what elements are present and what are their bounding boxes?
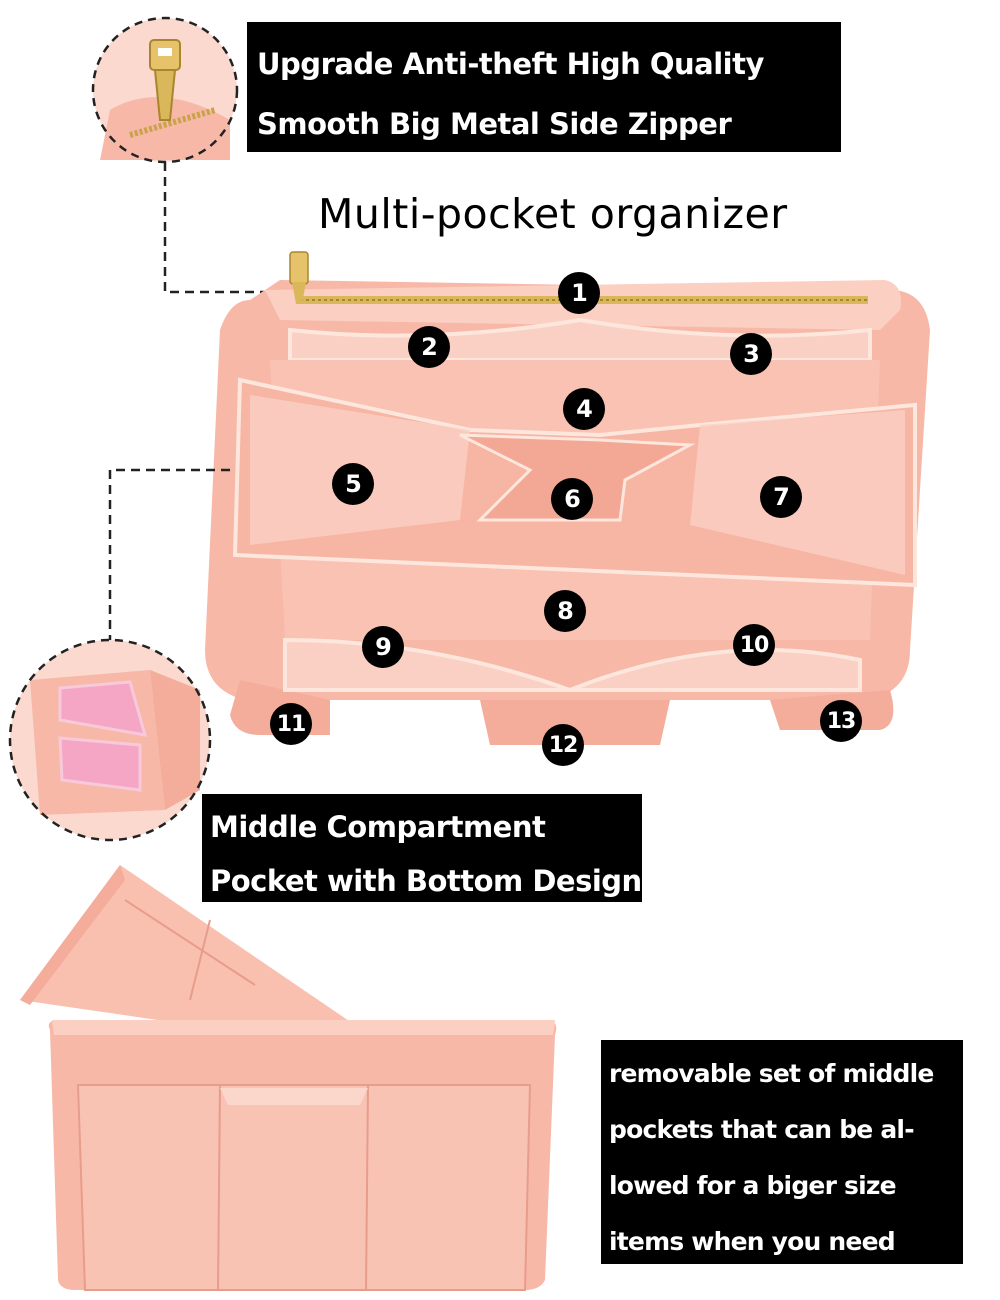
zipper-caption-line-2: Smooth Big Metal Side Zipper Pocket <box>257 107 732 201</box>
zipper-connector-line <box>163 162 290 294</box>
velcro-connector-line <box>108 468 230 640</box>
removable-insert-illustration <box>20 865 557 1291</box>
pocket-badge-1: 1 <box>558 272 600 314</box>
insert-caption-line-1: removable set of middle <box>609 1059 934 1088</box>
middle-compartment-caption: Middle Compartment Pocket with Bottom De… <box>202 794 642 902</box>
pocket-badge-8: 8 <box>544 590 586 632</box>
velcro-detail-callout <box>8 638 212 842</box>
zipper-pocket-caption: Upgrade Anti-theft High Quality Smooth B… <box>247 22 841 201</box>
pocket-badge-4: 4 <box>563 388 605 430</box>
pocket-badge-9: 9 <box>362 626 404 668</box>
pocket-badge-6: 6 <box>551 478 593 520</box>
pocket-badge-5: 5 <box>332 463 374 505</box>
zipper-caption-line-1: Upgrade Anti-theft High Quality <box>257 47 764 81</box>
middle-caption-line-2: Pocket with Bottom Design <box>210 864 642 898</box>
pocket-badge-10: 10 <box>733 624 775 666</box>
pocket-badge-2: 2 <box>408 326 450 368</box>
pocket-badge-13: 13 <box>820 700 862 742</box>
pocket-badge-7: 7 <box>760 476 802 518</box>
insert-caption-line-2: pockets that can be al- <box>609 1115 915 1144</box>
removable-insert-caption: removable set of middle pockets that can… <box>601 1040 963 1264</box>
page-heading: Multi-pocket organizer <box>318 190 788 238</box>
pocket-badge-3: 3 <box>730 333 772 375</box>
pocket-badge-11: 11 <box>270 703 312 745</box>
middle-caption-line-1: Middle Compartment <box>210 810 546 844</box>
insert-caption-line-4: items when you need <box>609 1227 896 1256</box>
pocket-badge-12: 12 <box>542 724 584 766</box>
zipper-detail-callout <box>91 16 239 164</box>
insert-caption-line-3: lowed for a biger size <box>609 1171 897 1200</box>
